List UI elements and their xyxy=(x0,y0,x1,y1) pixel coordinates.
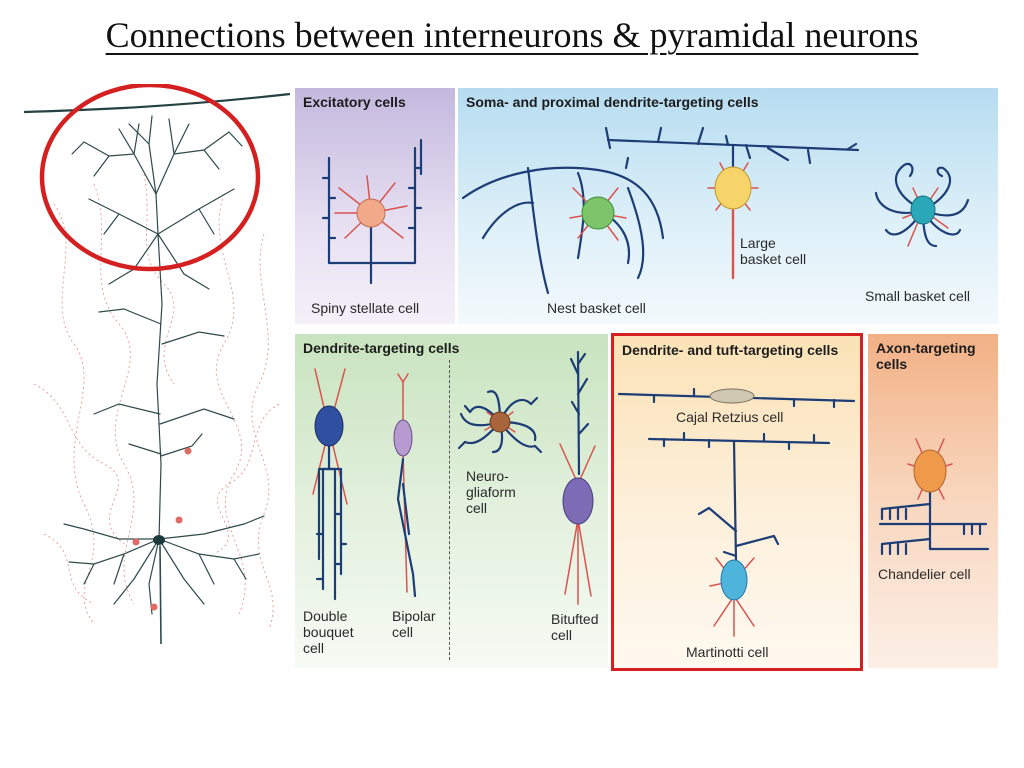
panel-axon-targeting-cells: Axon-targeting cells Chandelier cell xyxy=(868,334,998,668)
cell-label: Neuro- gliaform cell xyxy=(466,468,516,516)
cell-label: Double bouquet cell xyxy=(303,608,354,656)
cell-label: Spiny stellate cell xyxy=(311,300,420,316)
spiny-stellate-cell-icon xyxy=(321,138,423,285)
cell-label: Chandelier cell xyxy=(878,566,971,582)
panel-tuft-targeting-cells: Dendrite- and tuft-targeting cells xyxy=(614,336,860,668)
panel-excitatory-cells: Excitatory cells Spiny stellate cell xyxy=(295,88,455,324)
small-basket-cell-icon xyxy=(874,162,970,248)
panel-header: Excitatory cells xyxy=(303,94,406,110)
pyramidal-neuron-illustration xyxy=(24,84,290,644)
neurogliaform-cell-icon xyxy=(457,390,543,454)
panel-header: Dendrite- and tuft-targeting cells xyxy=(622,342,839,358)
large-basket-cell-icon xyxy=(604,126,860,280)
panel-header: Dendrite-targeting cells xyxy=(303,340,460,356)
martinotti-cell-icon xyxy=(647,431,831,637)
panel-divider xyxy=(449,360,450,660)
panel-soma-targeting-cells: Soma- and proximal dendrite-targeting ce… xyxy=(458,88,998,324)
cell-label: Bipolar cell xyxy=(392,608,436,640)
chandelier-cell-icon xyxy=(878,438,990,556)
panel-dendrite-targeting-cells: Dendrite-targeting cells xyxy=(295,334,608,668)
panel-header: Soma- and proximal dendrite-targeting ce… xyxy=(466,94,759,110)
bipolar-cell-icon xyxy=(393,373,417,598)
cell-label: Small basket cell xyxy=(865,288,971,304)
cell-label: Martinotti cell xyxy=(686,644,769,660)
double-bouquet-cell-icon xyxy=(312,368,348,601)
bitufted-cell-icon xyxy=(559,350,596,605)
cajal-retzius-cell-icon xyxy=(617,387,856,409)
panel-header: Axon-targeting cells xyxy=(876,340,976,372)
slide-title: Connections between interneurons & pyram… xyxy=(105,15,919,55)
cell-label: Nest basket cell xyxy=(547,300,646,316)
cell-label: Bitufted cell xyxy=(551,611,599,643)
cell-label: Cajal Retzius cell xyxy=(676,409,784,425)
nest-basket-cell-icon xyxy=(461,166,665,295)
cell-label: Large basket cell xyxy=(740,235,807,267)
